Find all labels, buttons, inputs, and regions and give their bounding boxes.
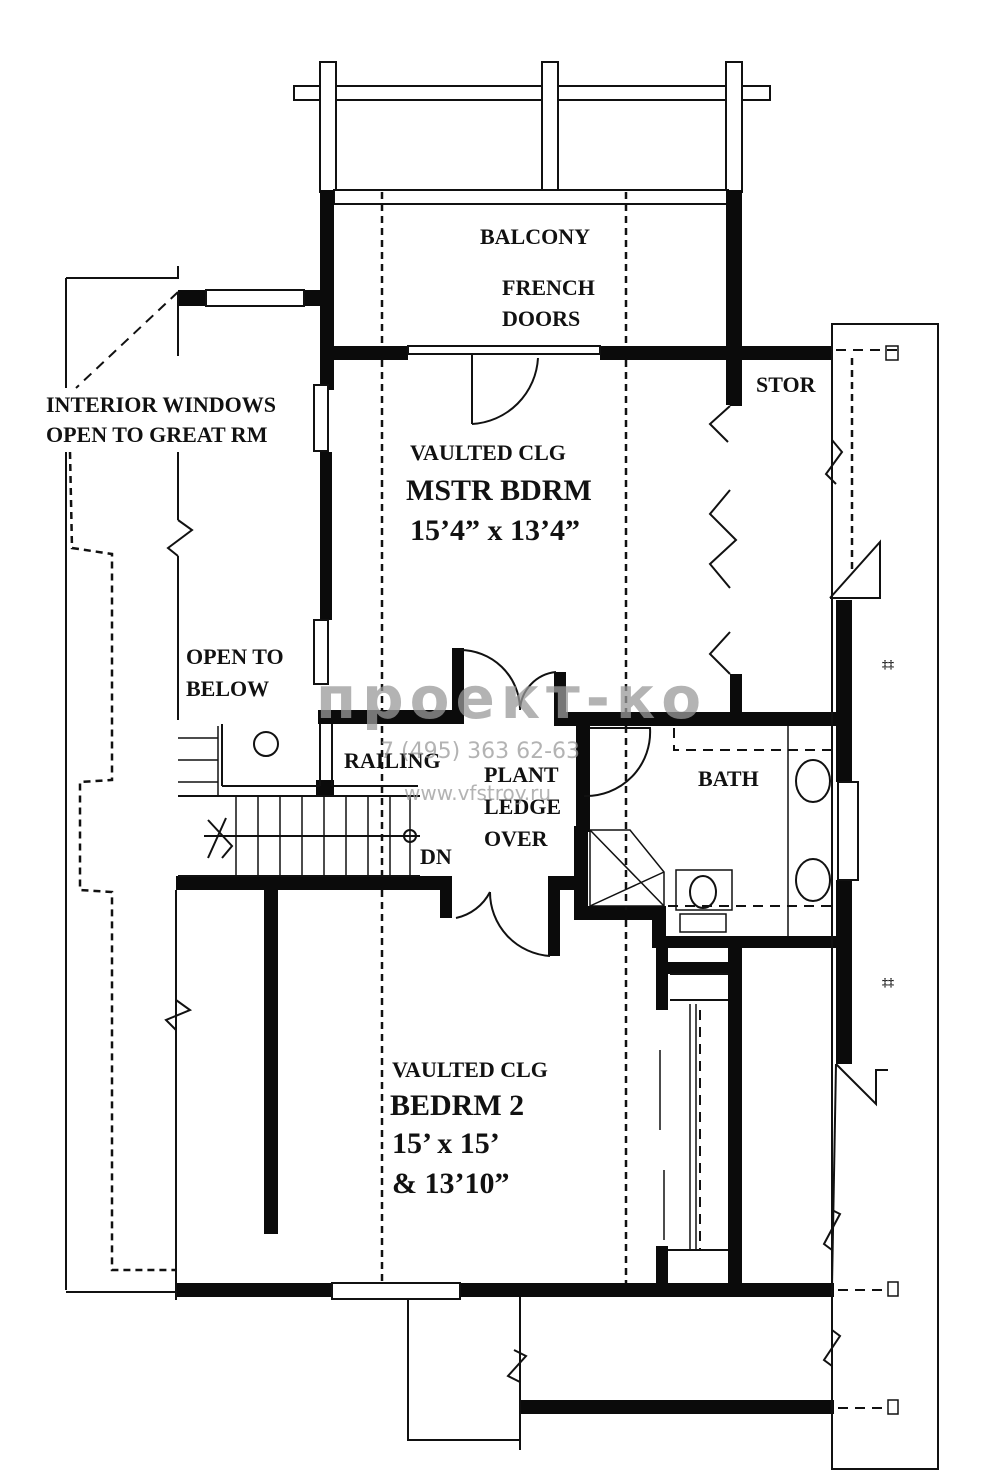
bath-label: BATH (698, 766, 759, 791)
watermark: проект-ко 7 (495) 363 62-63 www.vfstroy.… (316, 664, 707, 805)
balcony-label: BALCONY (480, 224, 590, 249)
watermark-phone: 7 (495) 363 62-63 (380, 739, 580, 764)
toilet (675, 869, 733, 933)
open-to-below-label-line2: BELOW (186, 676, 269, 701)
bath-fixtures (589, 726, 836, 936)
svg-text:‡‡: ‡‡ (882, 975, 894, 989)
plant-ledge-label-line3: OVER (484, 826, 549, 851)
bedroom2-name: BEDRM 2 (390, 1089, 524, 1122)
french-door-swing (471, 354, 539, 425)
master-ceiling-label: VAULTED CLG (410, 440, 566, 465)
interior-windows-label-line2: OPEN TO GREAT RM (46, 422, 268, 447)
french-doors-label-line2: DOORS (502, 306, 580, 331)
shower (589, 829, 665, 907)
open-to-below-label-line1: OPEN TO (186, 644, 284, 669)
windows (205, 289, 859, 1300)
storage-label: STOR (756, 372, 817, 397)
closet-bifold-doors (708, 405, 738, 675)
watermark-brand: проект-ко (316, 664, 707, 732)
stairs-down-label: DN (420, 844, 452, 869)
open-to-below-outline (65, 266, 194, 1300)
railing-label: RAILING (344, 748, 441, 773)
bedroom2-size-line1: 15’ x 15’ (392, 1127, 500, 1160)
hall-double-doors (455, 649, 652, 957)
plant-ledge-label-line2: LEDGE (484, 794, 561, 819)
vaulted-ceiling-lines (380, 360, 628, 1283)
bedroom2-size-line2: & 13’10” (392, 1167, 509, 1200)
staircase (178, 724, 420, 877)
plant-ledge-label-line1: PLANT (484, 762, 559, 787)
master-bedroom-name: MSTR BDRM (406, 474, 592, 507)
master-bedroom-size: 15’4” x 13’4” (410, 514, 580, 547)
french-doors-label-line1: FRENCH (502, 275, 595, 300)
bedroom2-closet (659, 973, 728, 1251)
room-labels: BALCONY FRENCH DOORS STOR INTERIOR WINDO… (46, 224, 817, 1200)
interior-windows-label-line1: INTERIOR WINDOWS (46, 392, 276, 417)
svg-text:‡‡: ‡‡ (882, 657, 894, 671)
east-deck-outline: ‡‡ ‡‡ (822, 323, 939, 1470)
walls (176, 190, 852, 1414)
watermark-url: www.vfstroy.ru (404, 781, 551, 805)
south-porch-outline (407, 1297, 528, 1450)
bedroom2-ceiling-label: VAULTED CLG (392, 1057, 548, 1082)
